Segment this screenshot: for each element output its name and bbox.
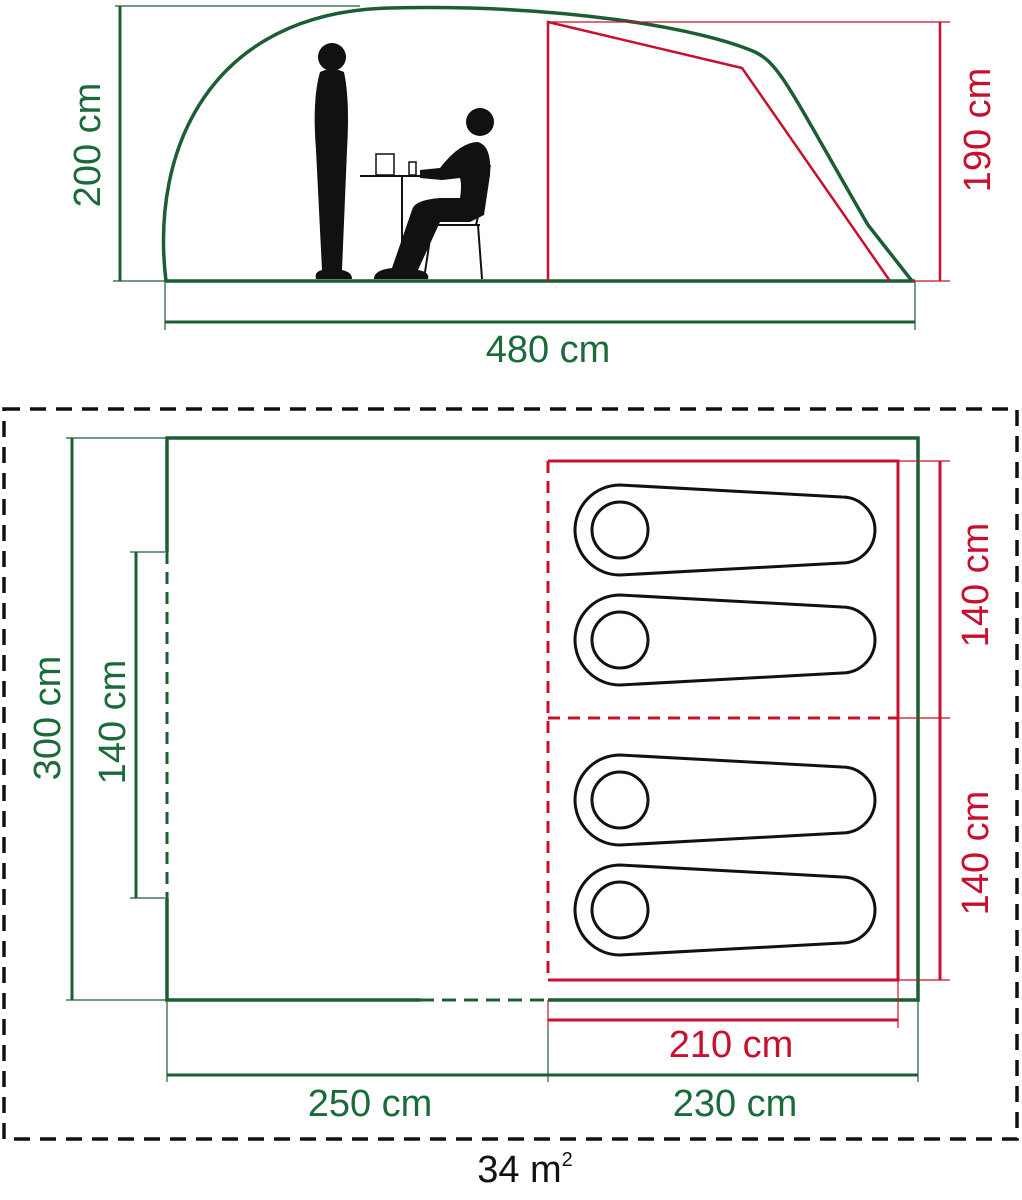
sleeping-bag-icon bbox=[573, 753, 877, 847]
sleeping-bag-icon bbox=[573, 593, 877, 687]
height-inner-label: 190 cm bbox=[957, 68, 999, 193]
bedroom-2-width-label: 140 cm bbox=[955, 791, 997, 916]
sleeping-bag-icon bbox=[573, 483, 877, 577]
standing-person-icon bbox=[314, 43, 352, 279]
bedroom-length-label: 210 cm bbox=[669, 1024, 794, 1066]
height-outer-label: 200 cm bbox=[67, 83, 109, 208]
length-label: 480 cm bbox=[486, 329, 611, 371]
area-label: 34 m2 bbox=[477, 1149, 573, 1191]
door-width-label: 140 cm bbox=[92, 660, 134, 785]
footprint-outline bbox=[2, 407, 1019, 1141]
inner-tent-walls bbox=[548, 459, 900, 982]
sleeping-bag-icon bbox=[573, 863, 877, 957]
floor-plan: 300 cm 140 cm 140 cm 140 cm 210 cm 250 c… bbox=[2, 407, 1019, 1191]
tent-outline-side bbox=[161, 5, 914, 283]
living-length-label: 250 cm bbox=[308, 1083, 433, 1125]
sleeping-bags bbox=[573, 483, 877, 957]
seated-person-icon bbox=[374, 108, 494, 280]
bedroom-1-width-label: 140 cm bbox=[955, 523, 997, 648]
tent-walls bbox=[165, 436, 920, 1002]
width-total-label: 300 cm bbox=[27, 656, 69, 781]
side-view: 200 cm 190 cm 480 cm bbox=[67, 5, 999, 371]
sleeping-length-label: 230 cm bbox=[673, 1083, 798, 1125]
inner-tent-outline-side bbox=[546, 20, 892, 282]
